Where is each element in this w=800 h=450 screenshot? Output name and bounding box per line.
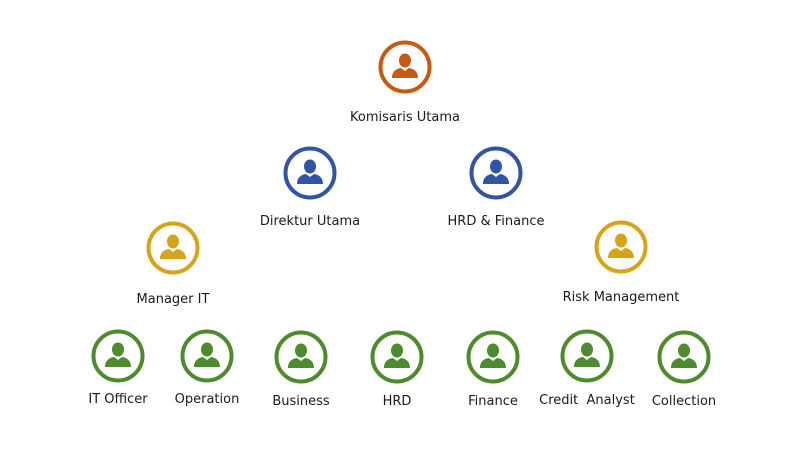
person-icon bbox=[378, 40, 432, 94]
node-label: HRD & Finance bbox=[447, 214, 545, 229]
node-label: Manager IT bbox=[136, 292, 210, 307]
person-icon bbox=[469, 146, 523, 200]
node-label: Operation bbox=[174, 392, 240, 407]
person-icon bbox=[370, 330, 424, 384]
node-label: Credit Analyst bbox=[539, 393, 635, 408]
person-icon bbox=[91, 329, 145, 383]
person-icon bbox=[657, 330, 711, 384]
node-label: Komisaris Utama bbox=[350, 110, 460, 125]
person-icon bbox=[466, 330, 520, 384]
node-label: Risk Management bbox=[562, 290, 680, 305]
node-label: HRD bbox=[382, 394, 412, 409]
person-icon bbox=[146, 221, 200, 275]
person-icon bbox=[283, 146, 337, 200]
node-label: Business bbox=[272, 394, 330, 409]
person-icon bbox=[594, 220, 648, 274]
person-icon bbox=[274, 330, 328, 384]
node-label: Direktur Utama bbox=[259, 214, 361, 229]
person-icon bbox=[560, 329, 614, 383]
person-icon bbox=[180, 329, 234, 383]
node-label: IT Officer bbox=[88, 392, 148, 407]
node-label: Finance bbox=[468, 394, 518, 409]
node-label: Collection bbox=[651, 394, 717, 409]
